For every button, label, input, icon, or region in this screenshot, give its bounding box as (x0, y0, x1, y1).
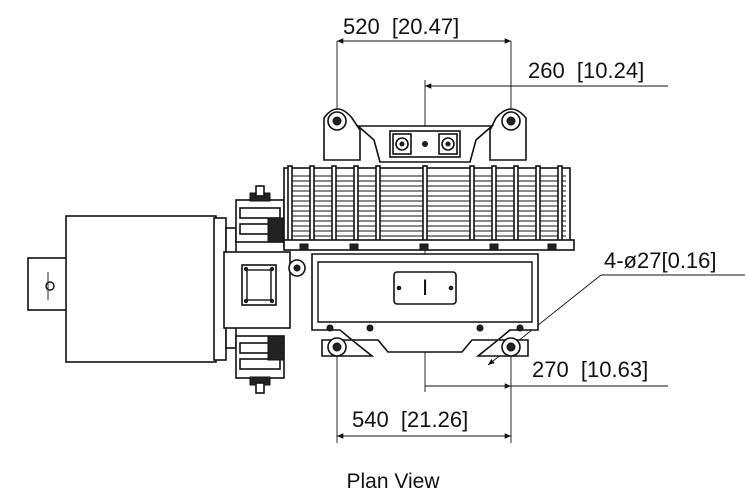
dimension-hole-callout: 4-ø27[0.16] (487, 248, 745, 366)
drum-rib (287, 165, 293, 247)
dim-label-260: 260 [10.24] (528, 58, 644, 83)
dimension-top-overall: 520 [20.47] (336, 14, 512, 115)
coupling-assembly (223, 185, 306, 394)
rope-drum (283, 165, 575, 251)
drum-rib (557, 165, 563, 247)
drum-rib (309, 165, 315, 247)
drum-rib (331, 165, 337, 247)
dimension-bottom-half: 270 [10.63] (424, 310, 668, 392)
drum-rib (469, 165, 475, 247)
drum-rib (353, 165, 359, 247)
dim-label-holes: 4-ø27[0.16] (604, 248, 717, 273)
motor (27, 215, 237, 363)
nameplate-mark: I (422, 275, 428, 300)
drum-rib (491, 165, 497, 247)
motor-body (65, 215, 217, 363)
drum-rib (535, 165, 541, 247)
drum-rib (422, 165, 428, 247)
plan-view-caption: Plan View (346, 470, 440, 493)
lower-base: I (311, 253, 539, 357)
upper-frame (323, 108, 527, 163)
dim-label-520: 520 [20.47] (343, 14, 459, 39)
shaft-hole-icon (45, 281, 55, 291)
dimension-top-half: 260 [10.24] (424, 58, 668, 140)
nameplate (393, 271, 457, 305)
dim-label-270: 270 [10.63] (532, 357, 648, 382)
dim-label-540: 540 [21.26] (352, 407, 468, 432)
drum-rib (375, 165, 381, 247)
dimension-bottom-overall: 540 [21.26] (336, 355, 512, 443)
drum-rib (513, 165, 519, 247)
